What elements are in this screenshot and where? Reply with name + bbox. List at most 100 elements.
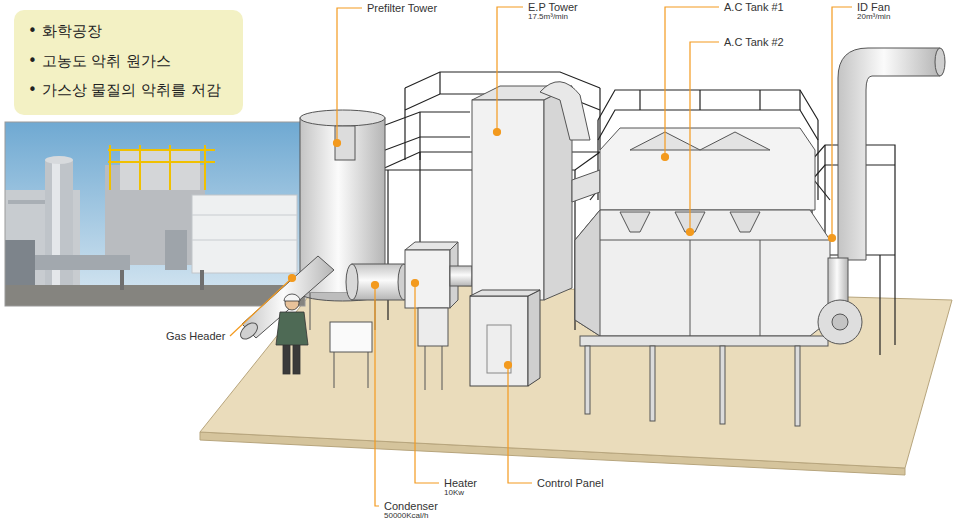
ep-tower-part (540, 82, 590, 140)
id-fan-part (838, 48, 940, 260)
support-frames-part (759, 90, 760, 110)
photo-inset-part (200, 270, 204, 290)
small-frame-part (330, 322, 372, 352)
ac-tanks-part (730, 212, 760, 232)
spec-label: 17.5m³/min (528, 13, 568, 22)
ac-tanks-part (600, 128, 815, 210)
support-frames-part (639, 90, 640, 110)
ac-tanks-part (720, 346, 725, 424)
spec-label: 50000Kcal/h (384, 512, 428, 521)
leader-lines-part (230, 278, 292, 336)
spec-label: 10Kw (444, 489, 464, 498)
part-label: A.C Tank #1 (724, 1, 784, 13)
part-label: Control Panel (537, 477, 604, 489)
id-fan-part (818, 300, 862, 344)
support-frames-part (598, 90, 818, 120)
ac-tanks-part (585, 346, 590, 414)
bullet-text: • 고농도 악취 원가스 (28, 52, 229, 72)
control-panel-part (470, 296, 528, 386)
support-frames-part (599, 88, 600, 150)
control-panel-part (470, 290, 540, 296)
photo-inset-part (5, 285, 305, 306)
leader-lines-part (505, 362, 512, 369)
photo-inset-part (108, 145, 215, 190)
leader-lines (230, 7, 852, 506)
worker-figure (276, 294, 308, 374)
info-box: • 화학공장 • 고농도 악취 원가스 • 가스상 물질의 악취를 저감 (14, 10, 243, 115)
support-frames-part (699, 90, 700, 110)
ep-tower-part (472, 100, 544, 300)
part-label: Condenser (384, 500, 438, 512)
support-frames-part (799, 90, 800, 110)
worker-figure-part (284, 294, 300, 301)
leader-lines-part (665, 7, 719, 157)
photo-inset-part (45, 160, 73, 306)
small-frame-part (334, 352, 335, 388)
leader-lines-part (372, 282, 379, 289)
photo-inset-part (120, 150, 200, 190)
leader-lines-part (829, 235, 836, 242)
bullet-text: • 가스상 물질의 악취를 저감 (28, 81, 229, 101)
ac-tanks-part (700, 132, 770, 150)
photo-frame (5, 122, 305, 306)
photo-inset (5, 122, 305, 306)
control-panel-part (487, 325, 511, 373)
part-label: E.P Tower (528, 1, 578, 13)
ac-tanks-part (690, 240, 691, 336)
leader-lines-part (497, 7, 523, 132)
leader-lines-part (412, 280, 419, 287)
id-fan-part (935, 48, 945, 76)
support-frames-part (879, 255, 880, 355)
leader-lines-part (508, 365, 532, 483)
photo-inset-part (45, 156, 73, 164)
photo-inset-part (192, 240, 297, 241)
heater-part (442, 346, 443, 390)
leader-lines-part (832, 7, 852, 238)
leader-lines-part (662, 154, 669, 161)
part-label: A.C Tank #2 (724, 36, 784, 48)
ac-tanks (575, 128, 830, 426)
support-frames-part (419, 152, 420, 245)
leader-lines-part (375, 285, 379, 506)
support-frames-part (894, 255, 895, 345)
photo-inset-part (120, 270, 124, 290)
ac-tanks-part (650, 346, 655, 421)
ac-tanks-part (580, 336, 828, 346)
photo-inset-part (192, 195, 297, 273)
ac-tanks-part (795, 346, 800, 426)
leader-lines-part (687, 229, 694, 236)
photo-inset-part (165, 230, 187, 270)
condenser (346, 264, 410, 300)
bullet-text: • 화학공장 (28, 22, 229, 42)
ac-tanks-part (575, 210, 830, 336)
leader-lines-part (334, 140, 341, 147)
gas-header-pipe-part (238, 320, 261, 342)
photo-inset-part (52, 160, 60, 306)
leader-lines-part (415, 283, 439, 483)
leader-lines-part (494, 129, 501, 136)
worker-figure-part (276, 312, 308, 345)
leader-lines-part (690, 42, 719, 232)
photo-inset-part-part (169, 145, 171, 190)
ac-tanks-part (600, 240, 830, 241)
ac-tanks-part (760, 240, 761, 336)
control-panel (470, 290, 540, 386)
part-label: ID Fan (857, 1, 890, 13)
photo-inset-part-part (108, 149, 215, 151)
part-label: Gas Header (166, 330, 225, 342)
photo-inset-part-part (204, 145, 206, 190)
heater-part (418, 308, 448, 346)
id-fan (818, 48, 945, 344)
part-label: Heater (444, 477, 477, 489)
ac-tanks-part (620, 212, 650, 232)
prefilter-tower-part (300, 110, 385, 126)
ac-tanks-part (575, 210, 600, 336)
condenser-part (346, 264, 358, 300)
prefilter-tower-part (310, 293, 311, 330)
photo-inset-part-part (109, 145, 111, 190)
part-label: Prefilter Tower (367, 2, 437, 14)
spec-label: 20m³/min (857, 13, 890, 22)
photo-inset-part (5, 122, 305, 306)
control-panel-part (528, 290, 540, 386)
